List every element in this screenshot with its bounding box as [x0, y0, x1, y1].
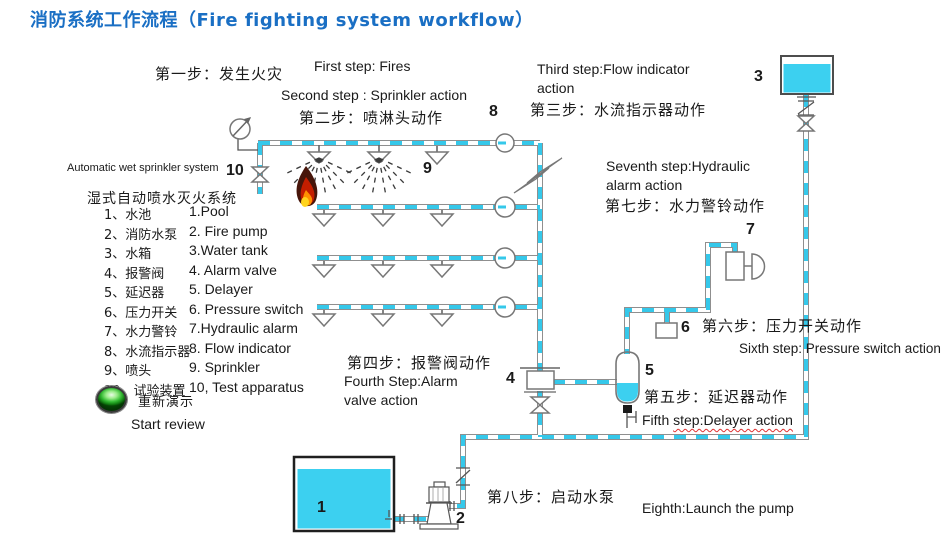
restart-label-cn: 重新演示: [138, 395, 195, 410]
legend-item-en: 5. Delayer: [189, 281, 253, 297]
step3-label-en: Third step:Flow indicator action: [537, 61, 690, 96]
legend-item-cn: 5、延迟器: [104, 286, 165, 301]
piping: [257, 95, 809, 522]
legend-item-cn: 8、水流指示器: [104, 344, 191, 360]
legend-list-en: 1.Pool 2. Fire pump 3.Water tank 4. Alar…: [189, 202, 304, 397]
legend-system-en: Automatic wet sprinkler system: [67, 162, 219, 174]
step5-en-underlined: step:Delayer action: [673, 412, 793, 428]
fire-flame-icon: [296, 166, 318, 207]
sprinkler-head: [370, 310, 396, 328]
legend-item-cn: 9、喷头: [104, 364, 152, 379]
sprinkler-spraying-2: [344, 145, 414, 197]
legend-item-en: 10, Test apparatus: [189, 378, 304, 395]
step2-label-cn: 第二步：喷淋头动作: [299, 109, 444, 127]
sprinkler-head: [311, 261, 337, 279]
label-flow-indicator: 8: [489, 103, 498, 120]
label-fire-pump: 2: [456, 510, 465, 527]
water-tank-icon: [780, 55, 834, 132]
break-symbol-icon: [513, 157, 563, 194]
label-pressure-switch: 6: [681, 319, 690, 336]
legend-item-en: 3.Water tank: [189, 242, 268, 258]
sprinkler-head: [370, 261, 396, 279]
alarm-valve-icon: [520, 367, 560, 414]
sprinkler-head: [311, 310, 337, 328]
legend-item-cn: 1、水池: [104, 208, 152, 223]
sprinkler-rows: [311, 210, 455, 328]
step8-label-cn: 第八步：启动水泵: [487, 488, 616, 506]
legend-item-en: 6. Pressure switch: [189, 300, 304, 317]
delayer-icon: [615, 351, 640, 428]
legend-system-cn: 湿式自动喷水灭火系统: [87, 191, 237, 207]
legend-item-cn: 2、消防水泵: [104, 227, 178, 243]
label-alarm-valve: 4: [506, 370, 515, 387]
legend-item-en: 1.Pool: [189, 203, 229, 219]
sprinkler-head: [429, 310, 455, 328]
legend-list-cn: 1、水池 2、消防水泵 3、水箱 4、报警阀 5、延迟器 6、压力开关 7、水力…: [104, 206, 190, 401]
step7-label-cn: 第七步：水力警铃动作: [605, 197, 766, 215]
label-test-apparatus: 10: [226, 162, 244, 179]
label-sprinkler: 9: [423, 160, 432, 177]
hydraulic-alarm-bell-icon: [725, 251, 766, 281]
legend-item-cn: 4、报警阀: [104, 266, 165, 282]
step6-label-en: Sixth step: Pressure switch action: [739, 341, 941, 356]
sprinkler-head: [424, 146, 450, 166]
step3-label-cn: 第三步：水流指示器动作: [530, 101, 707, 119]
step6-label-cn: 第六步：压力开关动作: [702, 317, 863, 335]
legend-item-cn: 7、水力警铃: [104, 325, 178, 340]
legend-item-cn: 6、压力开关: [104, 305, 178, 321]
legend-item-en: 2. Fire pump: [189, 222, 268, 239]
label-delayer: 5: [645, 362, 654, 379]
label-pool: 1: [317, 499, 326, 516]
fire-pump-icon: [399, 467, 471, 530]
step1-label-en: First step: Fires: [314, 58, 411, 74]
label-water-tank: 3: [754, 68, 763, 85]
legend-item-cn: 3、水箱: [104, 247, 152, 262]
page-title: 消防系统工作流程（Fire fighting system workflow）: [30, 10, 534, 31]
step1-label-cn: 第一步：发生火灾: [155, 65, 284, 83]
sprinkler-spraying-1: [284, 145, 354, 197]
step5-en-plain: Fifth: [642, 412, 674, 428]
test-valve-icon: [250, 166, 270, 183]
label-hydraulic-alarm: 7: [746, 221, 755, 238]
step2-label-en: Second step : Sprinkler action: [281, 87, 467, 103]
step5-label-en: Fifth step:Delayer action: [642, 411, 793, 430]
legend-item-en: 7.Hydraulic alarm: [189, 320, 298, 336]
sprinkler-head: [429, 261, 455, 279]
step4-label-cn: 第四步：报警阀动作: [347, 354, 492, 372]
pressure-gauge-icon: [229, 117, 258, 151]
legend-item-en: 4. Alarm valve: [189, 261, 277, 278]
step8-label-en: Eighth:Launch the pump: [642, 500, 794, 516]
step5-label-cn: 第五步：延迟器动作: [644, 388, 789, 406]
step4-label-en: Fourth Step:Alarm valve action: [344, 373, 458, 408]
pressure-switch-icon: [655, 322, 678, 339]
legend-item-en: 8. Flow indicator: [189, 339, 291, 356]
sprinkler-head: [370, 210, 396, 228]
sprinkler-head: [429, 210, 455, 228]
pool-icon: [292, 455, 396, 533]
sprinkler-head: [311, 210, 337, 228]
legend-item-en: 9. Sprinkler: [189, 359, 260, 375]
spray-pattern: [344, 157, 414, 197]
restart-label-en: Start review: [131, 416, 205, 432]
flow-indicators: [494, 133, 516, 318]
step7-label-en: Seventh step:Hydraulic alarm action: [606, 158, 750, 193]
start-review-button[interactable]: [96, 386, 127, 413]
